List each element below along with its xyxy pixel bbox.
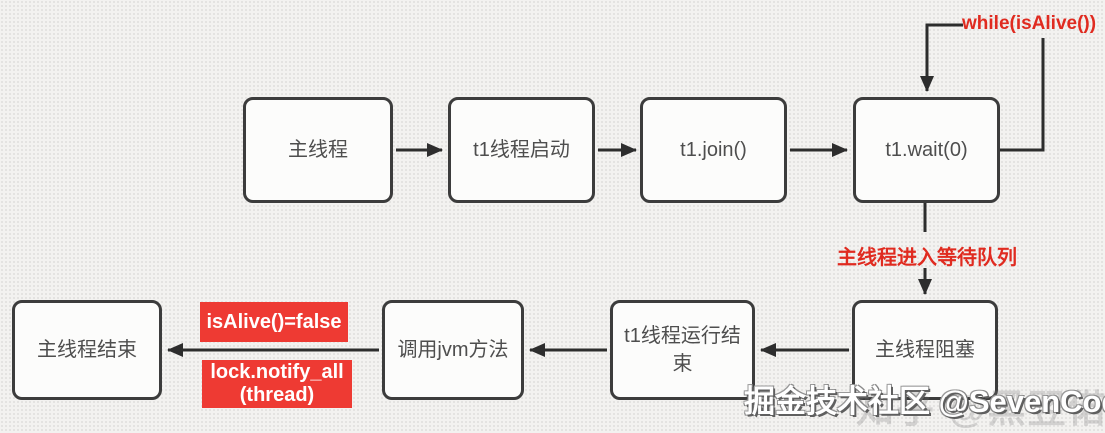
- label-text: isAlive()=false: [206, 310, 342, 333]
- node-label: t1线程启动: [473, 139, 570, 161]
- node-t1-start: t1线程启动: [448, 97, 595, 203]
- node-main-thread-blocked: 主线程阻塞: [852, 300, 998, 400]
- label-text-line2: (thread): [239, 384, 315, 406]
- node-label: t1线程运行结束: [624, 325, 741, 375]
- loop-line-right: [1000, 38, 1045, 152]
- isalive-false-label: isAlive()=false: [200, 302, 348, 342]
- label-text-line1: lock.notify_all: [210, 361, 344, 383]
- node-label: 调用jvm方法: [397, 339, 509, 361]
- node-t1-run-end: t1线程运行结束: [610, 300, 755, 400]
- node-label: t1.join(): [680, 139, 747, 161]
- node-t1-join: t1.join(): [640, 97, 787, 203]
- enter-wait-queue-annotation: 主线程进入等待队列: [837, 247, 1017, 269]
- node-main-thread-end: 主线程结束: [12, 300, 162, 400]
- node-call-jvm-method: 调用jvm方法: [382, 300, 524, 400]
- node-label: 主线程结束: [37, 339, 137, 361]
- node-t1-wait: t1.wait(0): [853, 97, 1000, 203]
- loop-line-top: [920, 23, 963, 92]
- node-label: 主线程阻塞: [875, 339, 975, 361]
- node-main-thread: 主线程: [243, 97, 393, 203]
- lock-notify-all-label: lock.notify_all (thread): [202, 360, 352, 408]
- node-label: t1.wait(0): [885, 139, 968, 161]
- while-isalive-annotation: while(isAlive()): [962, 13, 1097, 34]
- node-label: 主线程: [288, 139, 348, 161]
